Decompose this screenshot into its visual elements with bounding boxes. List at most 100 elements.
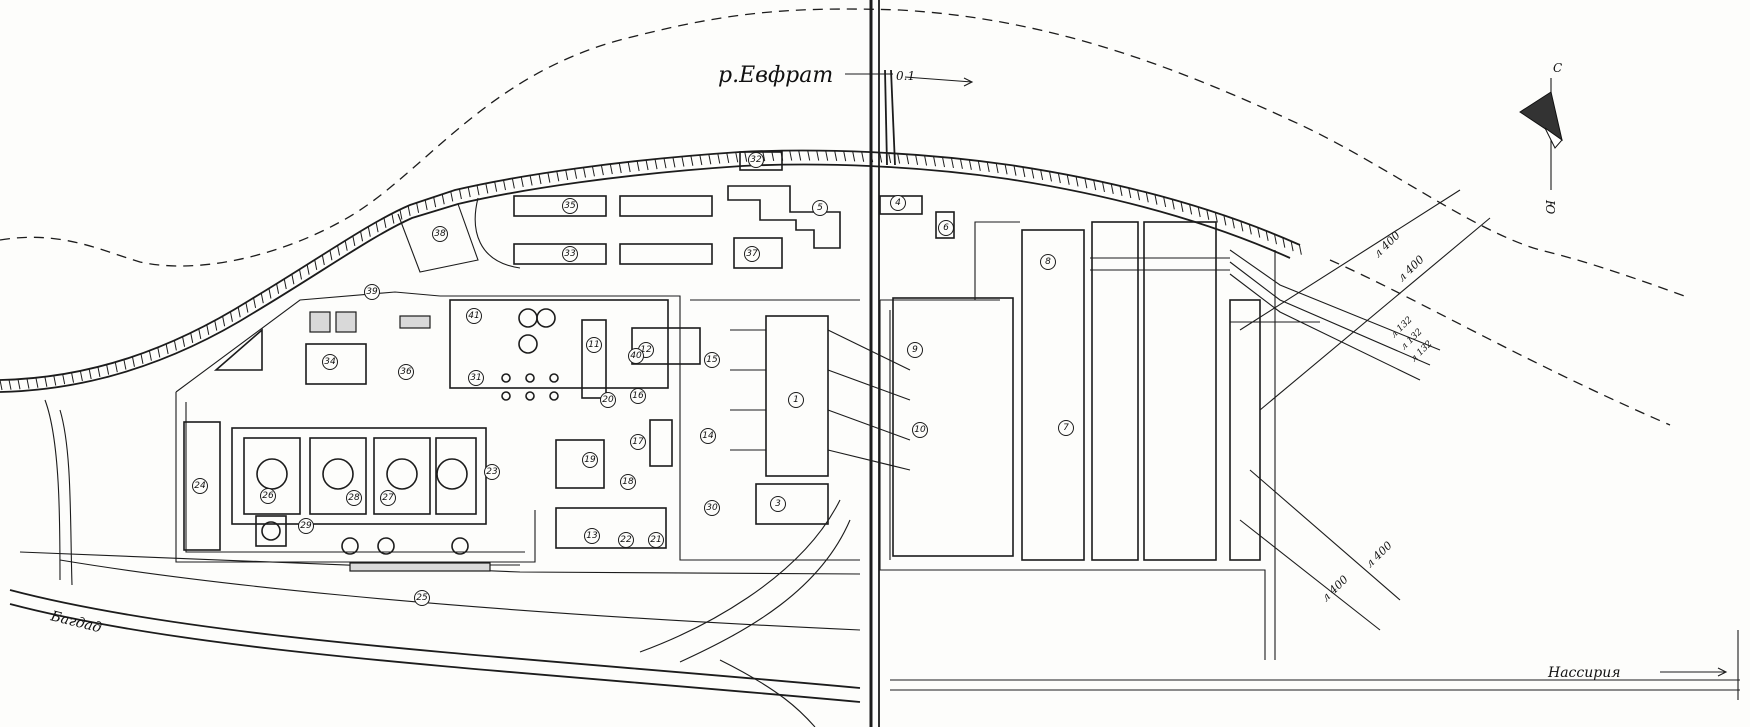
river-mark-label: 0.1: [896, 69, 915, 83]
building-number-16: 16: [632, 391, 644, 401]
building-callout-circle-29: [298, 518, 314, 534]
building-number-18: 18: [622, 477, 634, 487]
building-number-20: 20: [602, 395, 614, 405]
transmission-lines: [1229, 189, 1491, 631]
building-callout-circle-41: [466, 308, 482, 324]
building-callout-circle-6: [938, 220, 954, 236]
building-callout-circle-33: [562, 246, 578, 262]
svg-text:л 400: л 400: [1395, 253, 1427, 284]
building-number-22: 22: [620, 535, 632, 545]
building-number-33: 33: [564, 249, 576, 259]
building-callout-circle-11: [586, 337, 602, 353]
building-number-40: 40: [630, 351, 642, 361]
building-number-41: 41: [468, 311, 479, 321]
tank-block: [183, 421, 491, 572]
compass-icon: С Ю: [1519, 61, 1563, 214]
storage-blocks: [513, 151, 955, 269]
building-callout-circle-10: [912, 422, 928, 438]
building-callout-circle-39: [364, 284, 380, 300]
building-callout-circle-5: [812, 200, 828, 216]
building-callout-circle-1: [788, 392, 804, 408]
building-callout-circle-16: [630, 388, 646, 404]
vertical-lines: [869, 0, 1739, 727]
river-arrows: [845, 73, 974, 87]
building-number-30: 30: [706, 503, 718, 513]
building-callout-circle-30: [704, 500, 720, 516]
building-callout-circle-9: [907, 342, 923, 358]
main-block: [730, 221, 1261, 561]
line-tags: л 400 л 400 л 132 л 132 л 132 л 400 л 40…: [1319, 229, 1435, 604]
building-callout-circle-19: [582, 452, 598, 468]
building-number-3: 3: [775, 499, 781, 509]
building-number-4: 4: [895, 198, 901, 208]
building-number-27: 27: [382, 493, 394, 503]
river-label: р.Евфрат: [718, 63, 833, 88]
building-callout-circle-14: [700, 428, 716, 444]
building-callout-circle-25: [414, 590, 430, 606]
nasiriyah-label: Нассирия: [1547, 665, 1621, 681]
building-number-28: 28: [348, 493, 360, 503]
building-callout-circle-17: [630, 434, 646, 450]
building-callout-circle-20: [600, 392, 616, 408]
building-number-14: 14: [702, 431, 714, 441]
baghdad-label: Багдад: [48, 608, 103, 636]
building-callout-circle-18: [620, 474, 636, 490]
building-number-17: 17: [632, 437, 644, 447]
building-callout-circle-35: [562, 198, 578, 214]
building-callout-circle-7: [1058, 420, 1074, 436]
building-number-21: 21: [650, 535, 661, 545]
building-number-31: 31: [470, 373, 481, 383]
building-number-26: 26: [262, 491, 274, 501]
building-callout-circle-4: [890, 195, 906, 211]
building-number-11: 11: [588, 340, 599, 350]
building-callout-circle-37: [744, 246, 760, 262]
building-number-23: 23: [486, 467, 498, 477]
compass-north-label: С: [1553, 61, 1562, 75]
building-number-12: 12: [640, 345, 652, 355]
site-roads: [9, 250, 1740, 727]
building-callout-circle-40: [628, 348, 644, 364]
building-number-36: 36: [400, 367, 412, 377]
compass-south-label: Ю: [1543, 199, 1557, 214]
building-number-9: 9: [912, 345, 918, 355]
building-callout-circle-23: [484, 464, 500, 480]
aux-area: [213, 299, 701, 549]
building-callout-circle-3: [770, 496, 786, 512]
building-callout-circle-28: [346, 490, 362, 506]
terrain-contours: [0, 8, 1691, 426]
building-callout-circle-22: [618, 532, 634, 548]
building-number-1: 1: [793, 395, 799, 405]
building-number-37: 37: [746, 249, 758, 259]
perimeter-embankment: [0, 149, 1301, 393]
building-number-7: 7: [1063, 423, 1069, 433]
building-callout-circle-36: [398, 364, 414, 380]
building-number-5: 5: [817, 203, 823, 213]
building-number-8: 8: [1045, 257, 1051, 267]
building-number-39: 39: [366, 287, 378, 297]
building-callout-circle-34: [322, 354, 338, 370]
svg-text:л 400: л 400: [1319, 573, 1351, 604]
building-callout-circle-13: [584, 528, 600, 544]
building-callout-circle-31: [468, 370, 484, 386]
building-number-38: 38: [434, 229, 446, 239]
building-callout-circle-8: [1040, 254, 1056, 270]
svg-text:л 400: л 400: [1371, 229, 1403, 260]
building-number-13: 13: [586, 531, 598, 541]
building-number-24: 24: [194, 481, 206, 491]
building-number-10: 10: [914, 425, 926, 435]
building-number-34: 34: [324, 357, 336, 367]
building-callout-circle-38: [432, 226, 448, 242]
building-callout-circle-26: [260, 488, 276, 504]
building-number-6: 6: [943, 223, 949, 233]
building-callout-circle-15: [704, 352, 720, 368]
building-number-25: 25: [416, 593, 428, 603]
building-callout-circle-32: [748, 152, 764, 168]
building-callout-circle-24: [192, 478, 208, 494]
building-number-19: 19: [584, 455, 596, 465]
building-callout-circle-27: [380, 490, 396, 506]
building-number-29: 29: [300, 521, 312, 531]
building-number-35: 35: [564, 201, 576, 211]
svg-text:л 400: л 400: [1363, 539, 1395, 570]
